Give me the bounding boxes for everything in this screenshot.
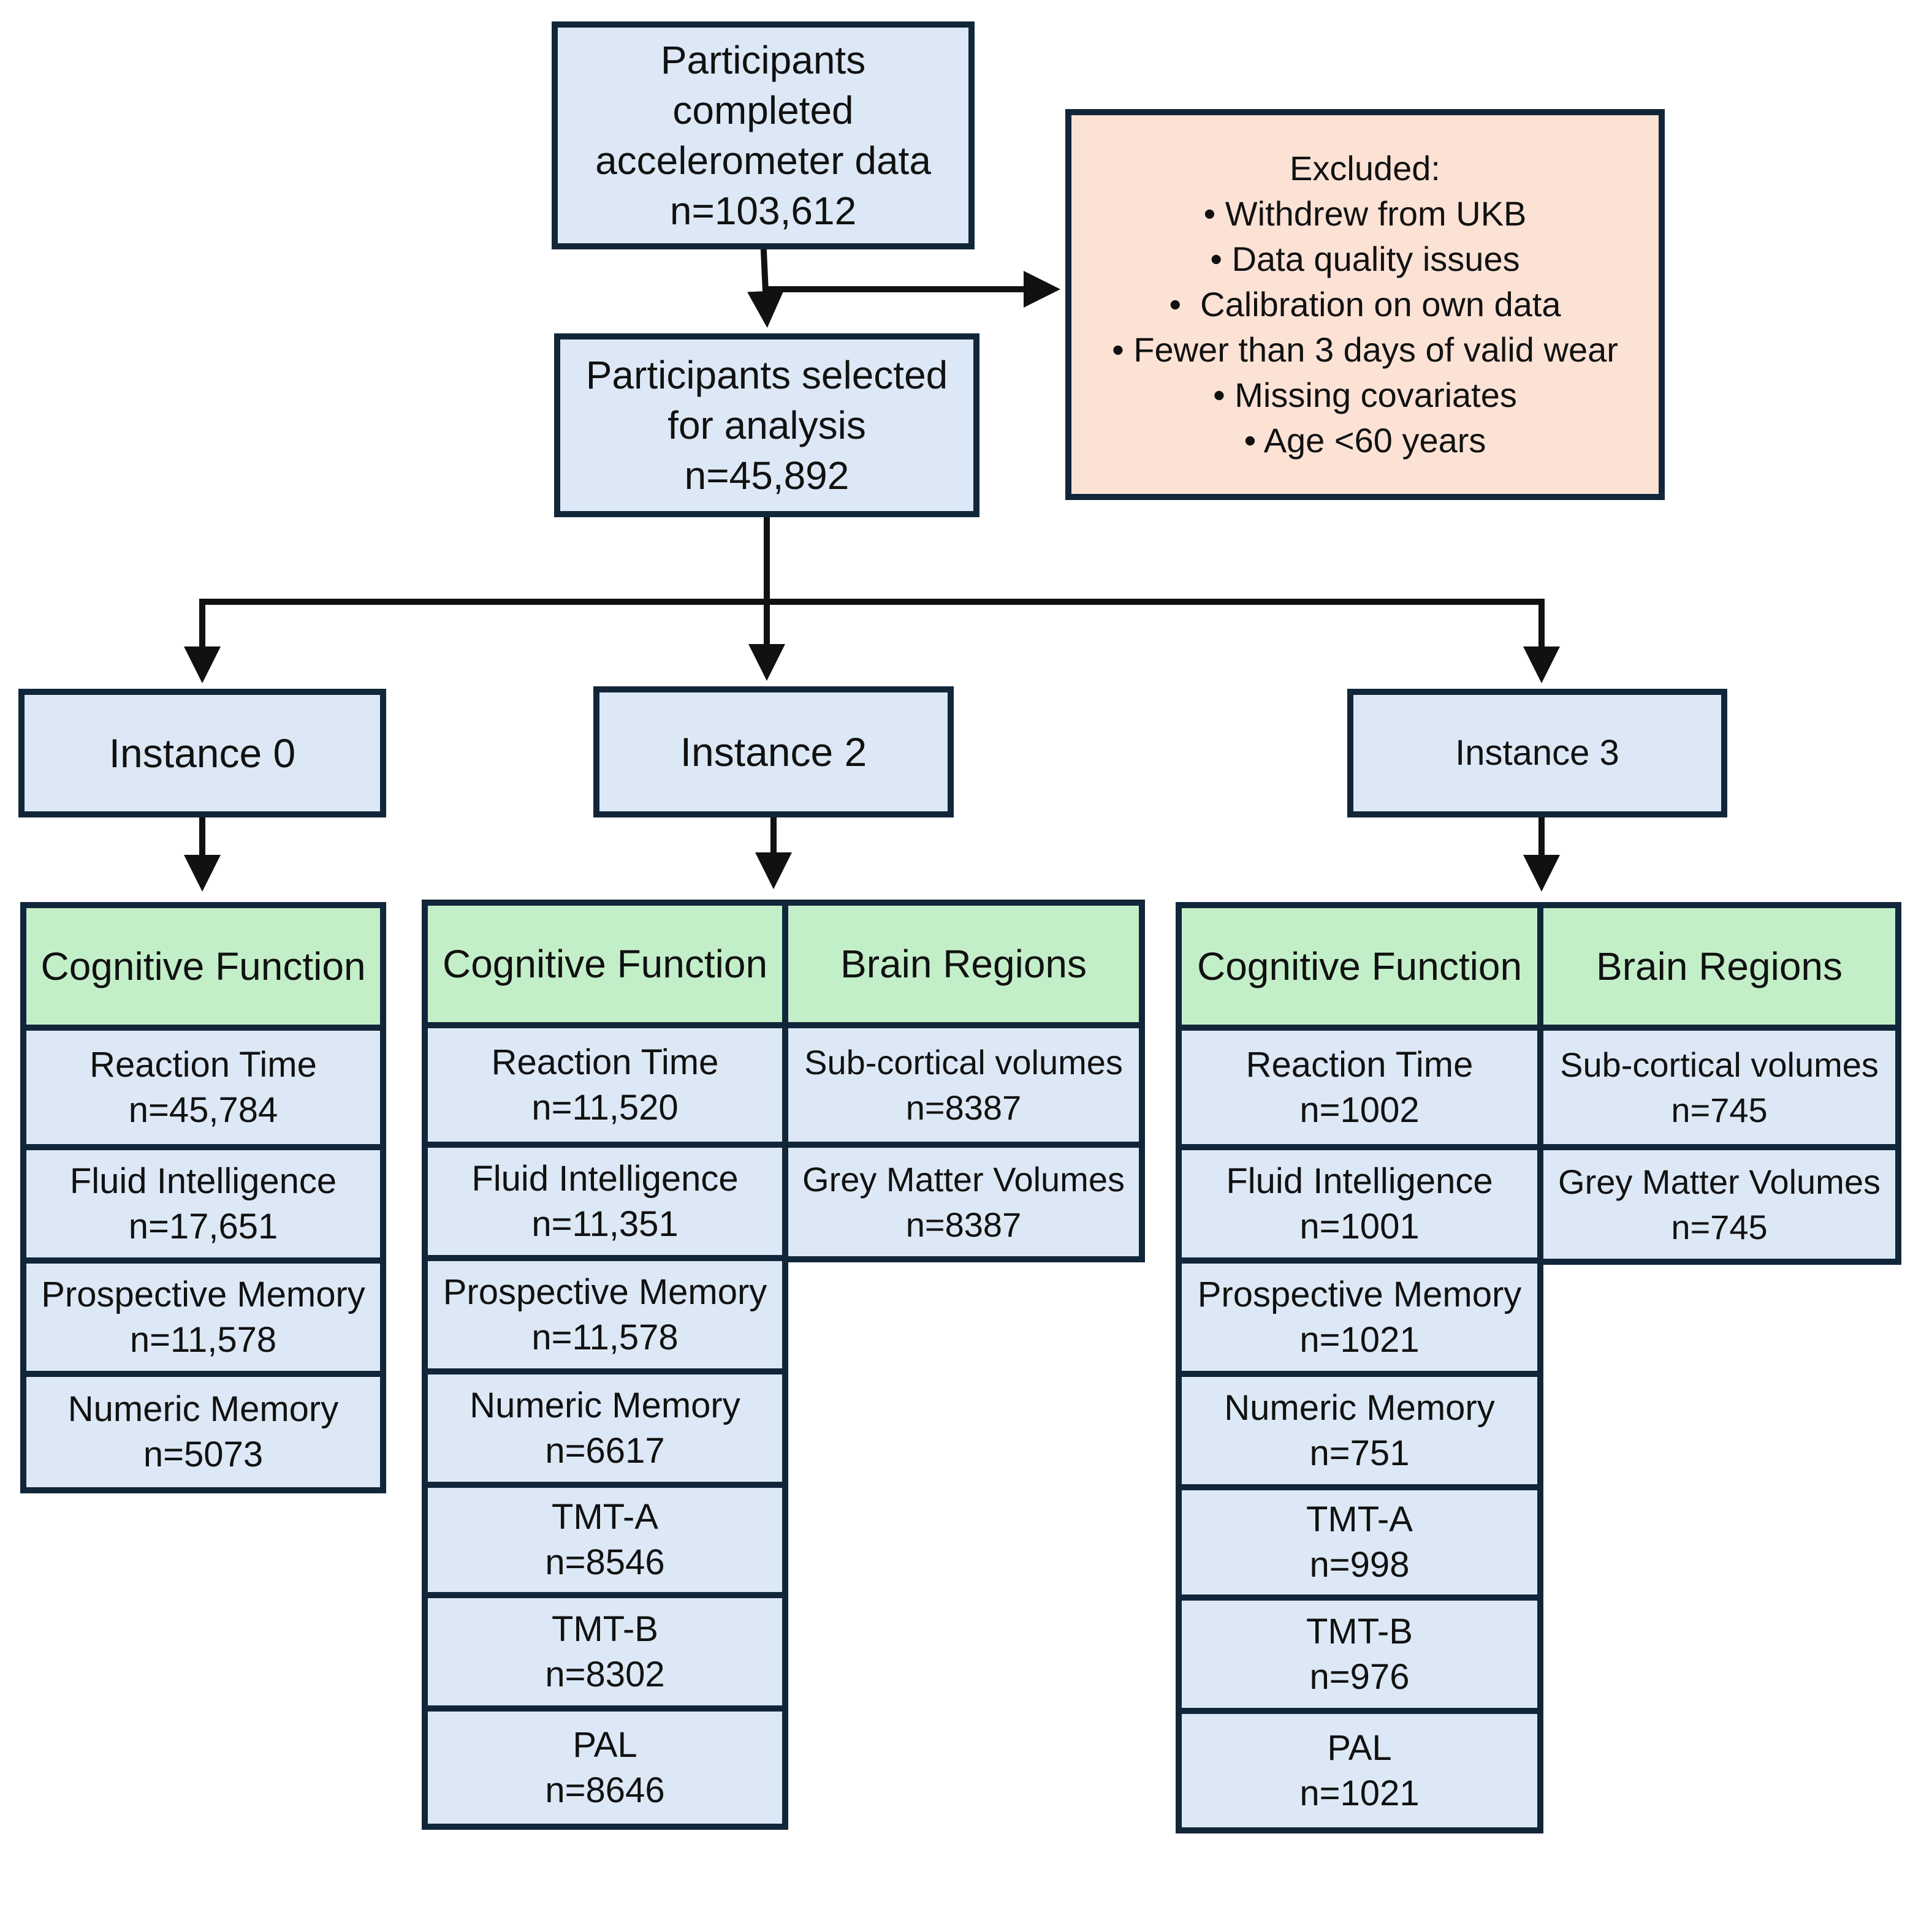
table-row: TMT-B n=976 xyxy=(1176,1594,1543,1714)
bullet-icon: • xyxy=(1112,330,1124,369)
table-row: Sub-cortical volumes n=8387 xyxy=(782,1022,1145,1148)
excluded-box: Excluded: • Withdrew from UKB • Data qua… xyxy=(1065,109,1665,500)
instance-label: Instance 0 xyxy=(108,730,296,776)
table-row: Numeric Memory n=5073 xyxy=(20,1371,386,1493)
cognitive-function-header: Cognitive Function xyxy=(20,902,386,1031)
table-row: Reaction Time n=1002 xyxy=(1176,1025,1543,1150)
table-row: Reaction Time n=11,520 xyxy=(422,1022,788,1148)
top-line-4: n=103,612 xyxy=(669,189,857,233)
table-row: Fluid Intelligence n=1001 xyxy=(1176,1144,1543,1264)
selected-line-1: Participants selected xyxy=(585,353,948,397)
bullet-icon: • xyxy=(1244,421,1257,460)
table-row: Grey Matter Volumes n=8387 xyxy=(782,1142,1145,1262)
bullet-icon: • xyxy=(1203,194,1216,233)
selected-line-3: n=45,892 xyxy=(684,453,850,498)
table-row: Prospective Memory n=11,578 xyxy=(20,1257,386,1377)
table-row: Sub-cortical volumes n=745 xyxy=(1537,1025,1901,1150)
excluded-item: • Calibration on own data xyxy=(1169,285,1561,324)
table-row: TMT-B n=8302 xyxy=(422,1592,788,1712)
bullet-icon: • xyxy=(1169,285,1182,324)
excluded-item: • Withdrew from UKB xyxy=(1203,194,1527,233)
instance-2-box: Instance 2 xyxy=(593,686,954,817)
selected-line-2: for analysis xyxy=(667,403,866,447)
excluded-item: • Fewer than 3 days of valid wear xyxy=(1112,330,1618,369)
excluded-title: Excluded: xyxy=(1290,149,1440,188)
top-line-3: accelerometer data xyxy=(595,138,931,183)
table-row: Numeric Memory n=751 xyxy=(1176,1371,1543,1490)
top-line-1: Participants xyxy=(660,38,866,82)
brain-regions-header: Brain Regions xyxy=(782,900,1145,1028)
table-row: TMT-A n=8546 xyxy=(422,1482,788,1598)
table-row: Numeric Memory n=6617 xyxy=(422,1368,788,1488)
table-row: Prospective Memory n=1021 xyxy=(1176,1257,1543,1377)
cognitive-function-header: Cognitive Function xyxy=(422,900,788,1028)
participants-selected-box: Participants selected for analysis n=45,… xyxy=(554,333,979,517)
table-row: PAL n=8646 xyxy=(422,1705,788,1830)
excluded-item: • Data quality issues xyxy=(1210,240,1520,278)
cognitive-function-header: Cognitive Function xyxy=(1176,902,1543,1031)
top-line-2: completed xyxy=(672,88,854,132)
table-row: Grey Matter Volumes n=745 xyxy=(1537,1144,1901,1265)
instance-3-box: Instance 3 xyxy=(1347,689,1727,817)
instance-label: Instance 2 xyxy=(680,729,867,775)
table-row: PAL n=1021 xyxy=(1176,1708,1543,1833)
table-row: Fluid Intelligence n=17,651 xyxy=(20,1144,386,1264)
table-row: Fluid Intelligence n=11,351 xyxy=(422,1142,788,1261)
arrow-top-to-selected xyxy=(747,248,784,328)
excluded-item: • Age <60 years xyxy=(1244,421,1486,460)
participants-completed-box: Participants completed accelerometer dat… xyxy=(552,21,975,249)
instance-0-box: Instance 0 xyxy=(18,689,386,817)
instance-label: Instance 3 xyxy=(1455,733,1619,773)
excluded-item: • Missing covariates xyxy=(1213,376,1517,414)
table-row: TMT-A n=998 xyxy=(1176,1484,1543,1601)
bullet-icon: • xyxy=(1213,376,1225,414)
table-row: Prospective Memory n=11,578 xyxy=(422,1255,788,1374)
bullet-icon: • xyxy=(1210,240,1223,278)
brain-regions-header: Brain Regions xyxy=(1537,902,1901,1031)
table-row: Reaction Time n=45,784 xyxy=(20,1025,386,1150)
